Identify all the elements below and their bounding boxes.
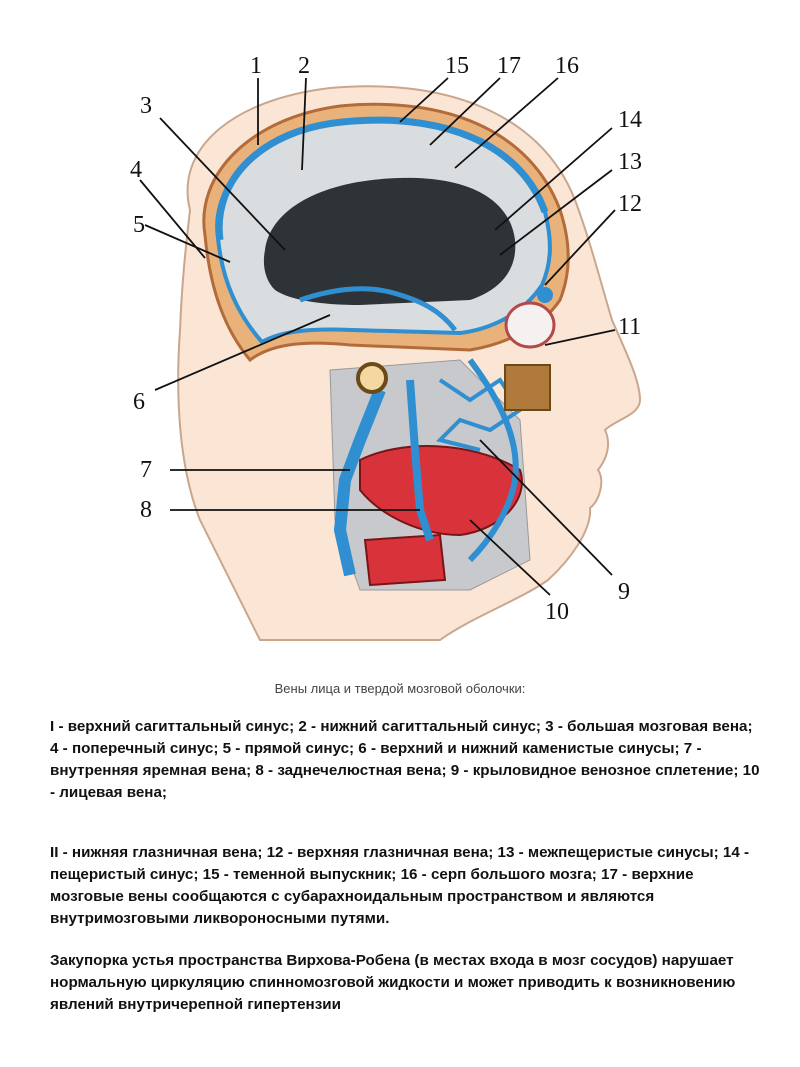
label-15: 15: [445, 54, 469, 78]
legend-paragraph-2: II - нижняя глазничная вена; 12 - верхня…: [50, 842, 760, 930]
legend-paragraph-1: I - верхний сагиттальный синус; 2 - нижн…: [50, 716, 760, 804]
masseter-muscle: [365, 535, 445, 585]
label-3: 3: [140, 94, 152, 118]
label-9: 9: [618, 580, 630, 604]
label-5: 5: [133, 213, 145, 237]
legend-paragraph-3: Закупорка устья пространства Вирхова-Роб…: [50, 950, 760, 1016]
orbit-vein: [537, 287, 553, 303]
label-14: 14: [618, 108, 642, 132]
label-10: 10: [545, 600, 569, 624]
label-2: 2: [298, 54, 310, 78]
label-1: 1: [250, 54, 262, 78]
label-13: 13: [618, 150, 642, 174]
label-11: 11: [618, 315, 641, 339]
maxillary-sinus: [505, 365, 550, 410]
head-illustration: [0, 0, 800, 670]
label-7: 7: [140, 458, 152, 482]
label-12: 12: [618, 192, 642, 216]
figure-caption: Вены лица и твердой мозговой оболочки:: [0, 681, 800, 696]
eyeball: [506, 303, 554, 347]
anatomy-figure: 1 2 3 4 5 6 7 8 9 10 11 12 13 14 15 16 1…: [0, 0, 800, 670]
label-4: 4: [130, 158, 142, 182]
label-6: 6: [133, 390, 145, 414]
label-16: 16: [555, 54, 579, 78]
label-8: 8: [140, 498, 152, 522]
label-17: 17: [497, 54, 521, 78]
ear-canal: [358, 364, 386, 392]
